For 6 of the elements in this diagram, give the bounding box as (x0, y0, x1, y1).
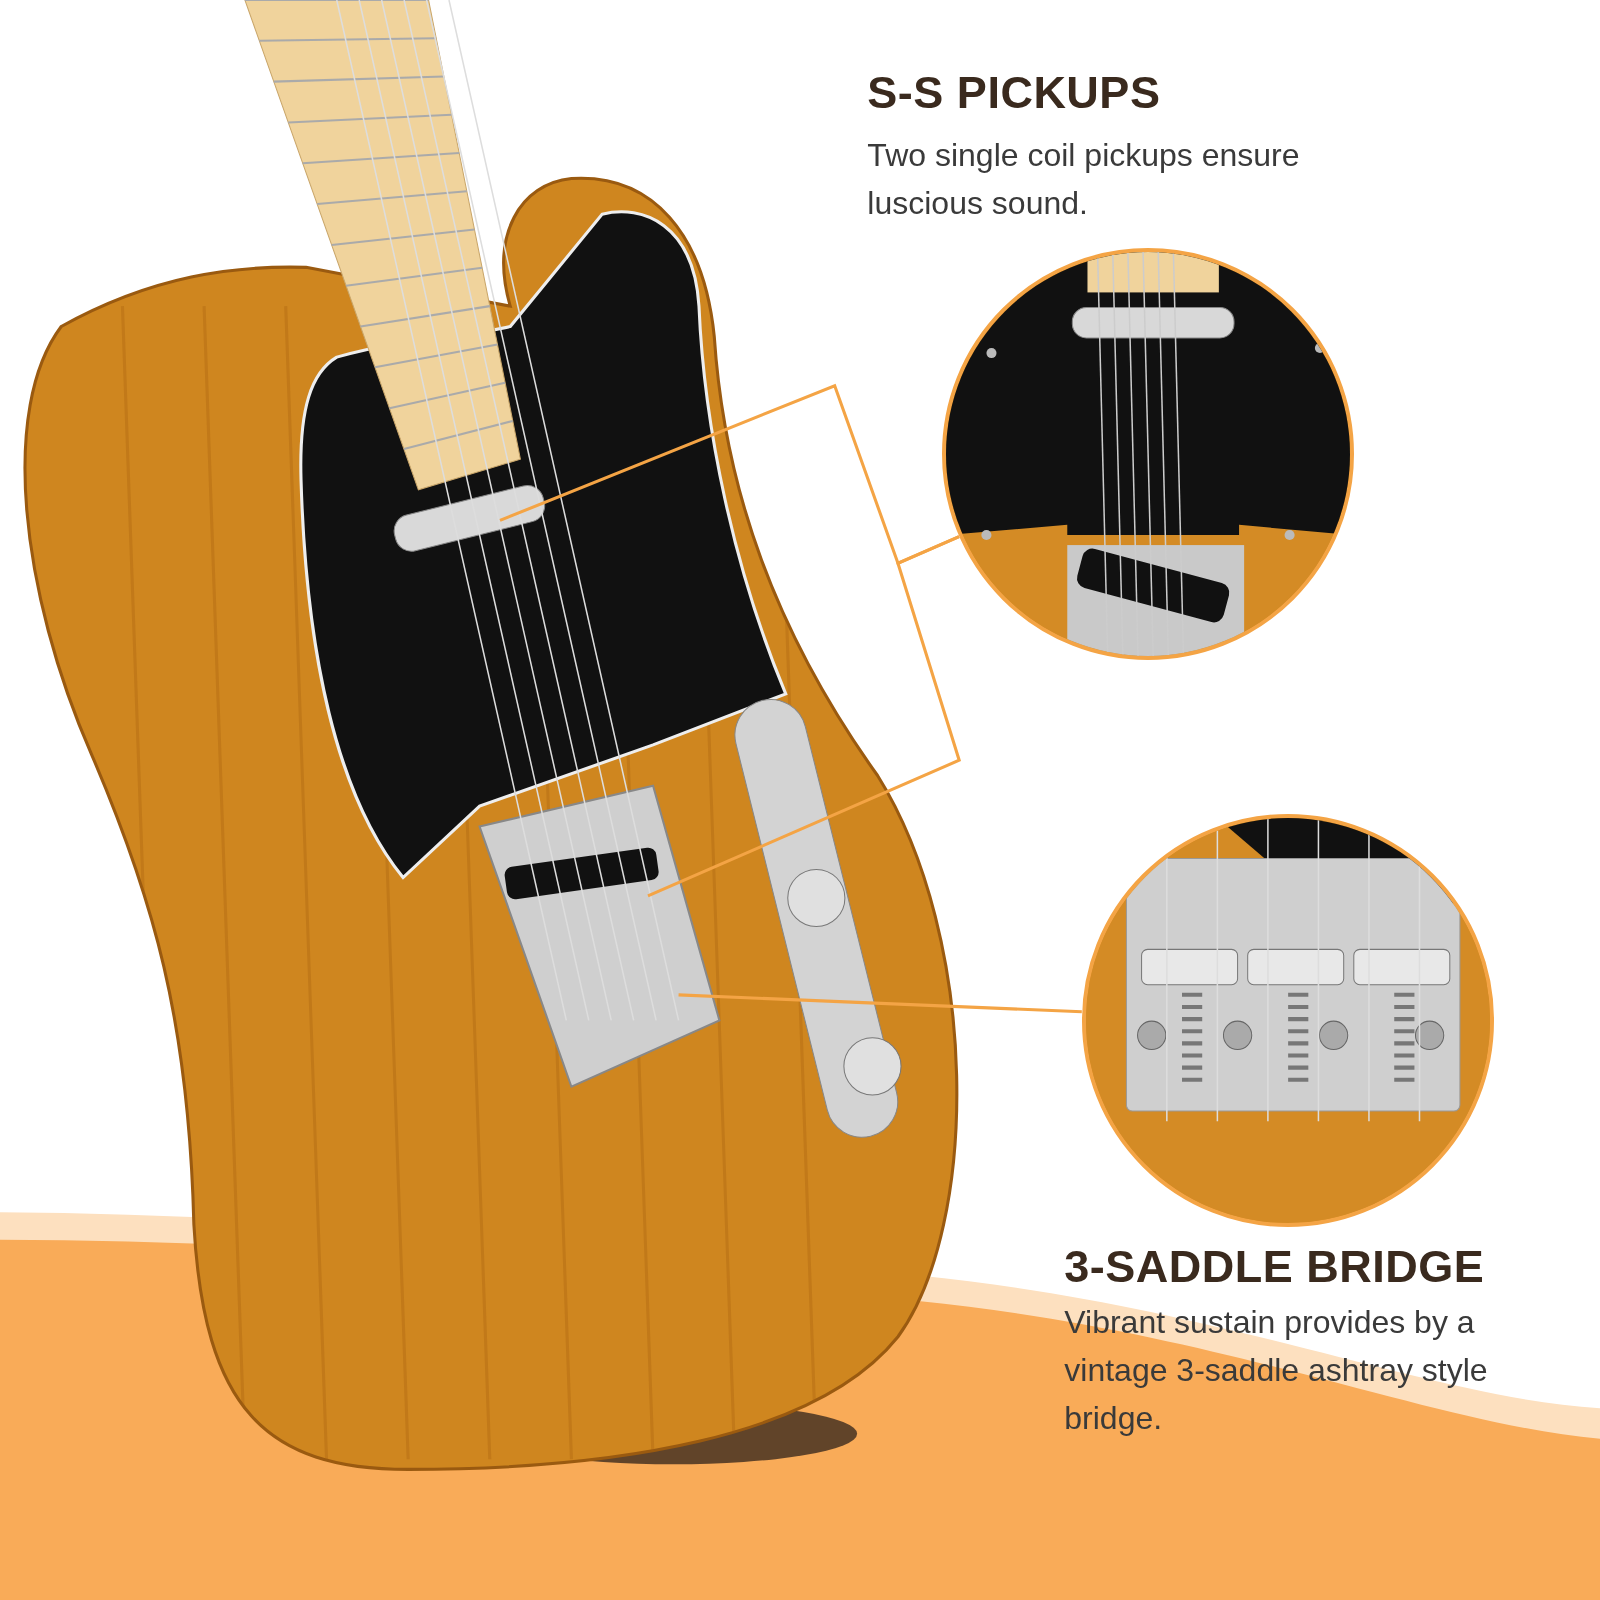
feature-heading: 3-SADDLE BRIDGE (1064, 1240, 1486, 1293)
leader-line (678, 993, 1082, 1014)
feature-heading: S-S PICKUPS (867, 67, 1162, 120)
feature-description: Vibrant sustain provides by a vintage 3-saddle ashtray style bridge. (1064, 1302, 1489, 1438)
feature-description: Two single coil pickups ensure luscious sound. (867, 135, 1301, 223)
leader-line (647, 535, 962, 898)
